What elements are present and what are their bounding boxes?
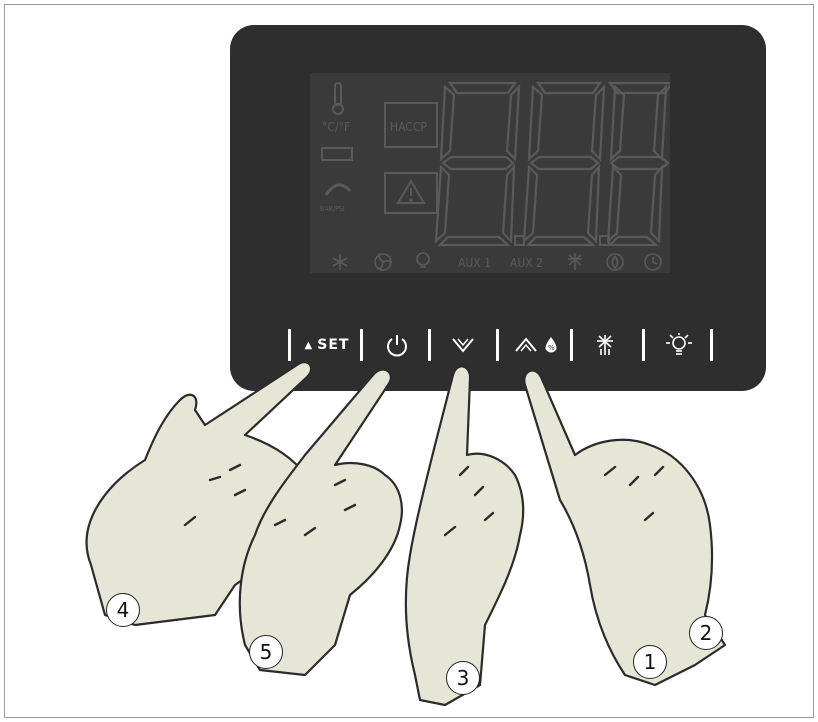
key-separator [642, 329, 645, 361]
chevron-down-icon [450, 334, 476, 356]
aux1-label: AUX 1 [458, 256, 491, 270]
aux2-label: AUX 2 [510, 256, 543, 270]
key-separator [288, 329, 291, 361]
snowflake-icon [333, 254, 347, 270]
humidity-icon [607, 254, 623, 270]
warning-icon [398, 181, 424, 203]
diagram-frame: °C/°F BAR/PSI HACCP [4, 4, 814, 718]
light-button[interactable] [648, 325, 710, 365]
defrost-button[interactable] [576, 325, 634, 365]
clock-icon [645, 254, 661, 270]
minus-segment [322, 148, 352, 160]
defrost-icon [593, 333, 617, 357]
controller-device: °C/°F BAR/PSI HACCP [230, 25, 766, 391]
lcd-display: °C/°F BAR/PSI HACCP [310, 73, 670, 273]
unit-label: °C/°F [322, 120, 350, 134]
key-separator [496, 329, 499, 361]
hand-5 [240, 370, 402, 675]
key-separator [428, 329, 431, 361]
down-button[interactable] [434, 325, 492, 365]
set-label: SET [317, 337, 349, 353]
thermometer-icon [333, 83, 343, 114]
humidity-percent-icon: % [543, 336, 559, 354]
digit-2 [524, 83, 604, 245]
fan-icon [375, 253, 391, 270]
keypad: ▲ SET [280, 325, 720, 365]
svg-text:%: % [548, 344, 555, 352]
set-button[interactable]: ▲ SET [294, 325, 360, 365]
key-separator [570, 329, 573, 361]
digit-3 [608, 83, 670, 245]
power-icon [384, 332, 410, 358]
digit-1 [436, 83, 519, 245]
lock-icon: ▲ [305, 340, 314, 351]
up-button[interactable]: % [502, 325, 570, 365]
chevron-up-icon [513, 334, 539, 356]
callout-5: 5 [249, 635, 283, 669]
hand-3 [406, 366, 523, 705]
gauge-icon [326, 185, 350, 195]
callout-2: 2 [689, 616, 723, 650]
power-button[interactable] [366, 325, 428, 365]
callout-4: 4 [106, 593, 140, 627]
defrost-icon [568, 253, 582, 270]
callout-1: 1 [633, 645, 667, 679]
key-separator [710, 329, 713, 361]
light-bulb-icon [417, 253, 429, 267]
decimal-point-1 [515, 236, 524, 245]
haccp-label: HACCP [390, 120, 427, 134]
hand-4 [87, 362, 312, 625]
lcd-segments: °C/°F BAR/PSI HACCP [310, 73, 670, 273]
key-separator [360, 329, 363, 361]
callout-3: 3 [446, 661, 480, 695]
light-bulb-icon [664, 332, 694, 358]
pressure-label: BAR/PSI [320, 205, 345, 213]
